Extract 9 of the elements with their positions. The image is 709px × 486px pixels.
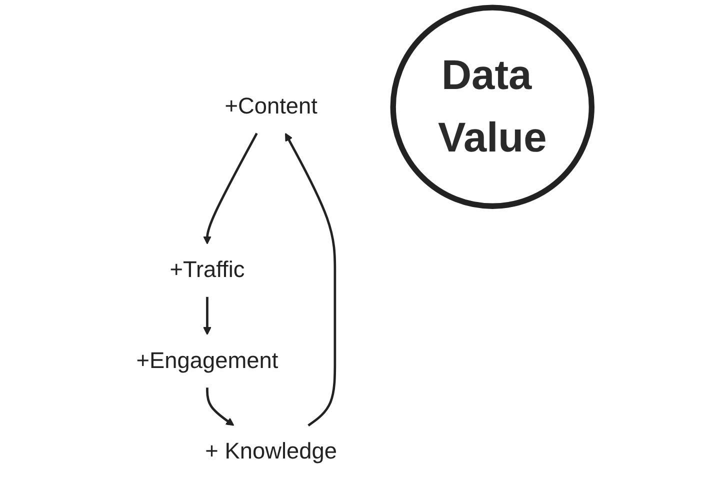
node-text: +Traffic <box>170 257 245 283</box>
node-text: + Knowledge <box>205 438 338 464</box>
arrow <box>203 296 212 336</box>
node-text: +Engagement <box>136 348 278 374</box>
node-text: +Content <box>224 94 318 120</box>
arrow <box>206 388 234 426</box>
arrow <box>285 132 336 426</box>
arrow <box>203 132 258 244</box>
node-circle: Data Value <box>390 4 594 209</box>
